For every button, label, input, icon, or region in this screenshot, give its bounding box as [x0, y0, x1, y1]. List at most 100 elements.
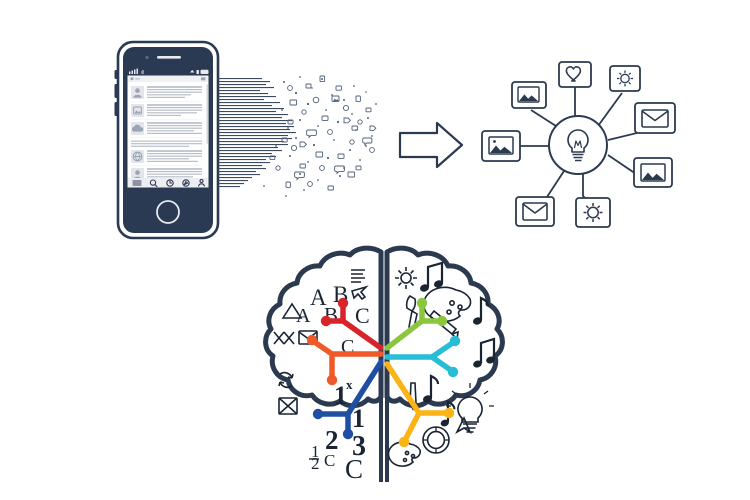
envelope-icon	[522, 202, 548, 221]
carrier-label: ıll	[141, 70, 145, 76]
circuit-green-nodes	[416, 297, 448, 327]
lightbulb-icon	[446, 383, 494, 433]
svg-text:3: 3	[352, 431, 366, 462]
bluetooth-icon	[196, 70, 199, 74]
svg-text:2: 2	[325, 425, 339, 455]
music-notes	[419, 261, 496, 427]
idea-network[interactable]	[481, 61, 676, 228]
smartphone[interactable]: ıll	[114, 40, 220, 240]
list-item[interactable]	[131, 150, 202, 163]
network-node-image-upper-left[interactable]	[511, 81, 547, 109]
lock-icon	[130, 77, 134, 81]
music-note-double-icon	[473, 337, 496, 368]
cursor-arrow-icon	[351, 285, 369, 301]
svg-text:C: C	[324, 451, 335, 470]
dissolving-text	[218, 78, 296, 188]
screen-scrollbar[interactable]	[206, 84, 208, 144]
network-node-sun-lower[interactable]	[575, 197, 611, 228]
palette-icon	[422, 286, 472, 323]
brain-left-outline[interactable]	[263, 245, 384, 409]
browser-toolbar[interactable]	[127, 75, 209, 82]
music-note-icon	[422, 374, 440, 403]
music-note-icon	[472, 296, 490, 325]
triangle-icon	[281, 302, 303, 319]
svg-text:1: 1	[334, 381, 347, 410]
phone-status-bar: ıll	[129, 68, 209, 76]
svg-text:1: 1	[352, 404, 365, 433]
sun-icon	[617, 70, 633, 87]
sun-icon	[583, 203, 603, 222]
list-item[interactable]	[131, 122, 202, 135]
address-bar[interactable]	[135, 78, 140, 80]
circuit-yellow-nodes	[398, 407, 455, 448]
text-block	[131, 140, 202, 147]
volume-down-button[interactable]	[114, 84, 119, 98]
person-icon[interactable]	[198, 178, 205, 187]
music-note-icon	[440, 400, 456, 427]
list-item[interactable]	[131, 86, 202, 99]
circuit-yellow	[384, 361, 451, 443]
list-item[interactable]	[131, 104, 202, 117]
left-icons	[273, 269, 369, 415]
circuit-cyan-nodes	[447, 335, 461, 378]
wifi-icon	[190, 69, 195, 73]
data-particle-stream	[218, 75, 377, 197]
palette-icon	[387, 441, 421, 467]
circuit-cyan	[384, 339, 457, 374]
feed-list[interactable]	[131, 86, 202, 181]
text-lines-icon	[351, 269, 365, 283]
battery-icon	[200, 69, 209, 74]
search-icon[interactable]	[149, 179, 158, 188]
screen-border	[126, 74, 210, 189]
svg-text:A: A	[310, 285, 327, 310]
lightbulb-icon	[567, 129, 589, 162]
image-icon	[488, 136, 514, 155]
envelope-icon	[641, 109, 669, 128]
heart-icon	[565, 66, 582, 82]
image-icon	[517, 86, 540, 103]
svg-text:1: 1	[311, 442, 320, 461]
list-item[interactable]	[131, 168, 202, 181]
signal-bars-icon	[129, 68, 138, 74]
earpiece-speaker	[157, 56, 181, 59]
svg-text:C: C	[355, 303, 370, 328]
music-note-double-icon	[419, 261, 444, 292]
rotate-icon	[278, 371, 294, 389]
svg-text:x: x	[346, 377, 353, 392]
front-camera	[145, 55, 149, 60]
network-node-image-left[interactable]	[481, 130, 521, 162]
arrow-right-icon	[398, 121, 464, 169]
svg-text:C: C	[345, 454, 363, 484]
network-node-heart[interactable]	[558, 61, 592, 88]
home-button-icon[interactable]	[156, 200, 180, 224]
brain-right-outline[interactable]	[384, 245, 505, 409]
mute-switch[interactable]	[114, 102, 119, 116]
camera-shutter-icon	[422, 426, 450, 454]
circuit-orange-nodes	[306, 334, 338, 386]
particle-icons	[269, 75, 377, 191]
network-node-envelope-lower[interactable]	[515, 196, 555, 227]
right-hemisphere-content	[384, 261, 496, 467]
bottom-nav-bar[interactable]	[127, 178, 209, 188]
image-thumb-icon	[131, 104, 144, 117]
network-node-envelope-right[interactable]	[634, 102, 676, 134]
brain-illustration[interactable]: A B A B C C 1 x 1 2 3 C 1 2 C	[263, 245, 505, 484]
particle-dots	[263, 76, 377, 197]
double-x-icon	[273, 331, 295, 345]
svg-text:2: 2	[311, 454, 320, 473]
sun-icon	[395, 267, 417, 289]
network-node-image-right[interactable]	[633, 157, 673, 188]
hamburger-menu-icon[interactable]	[132, 180, 142, 186]
network-node-sun-upper[interactable]	[609, 65, 641, 92]
volume-up-button[interactable]	[114, 70, 119, 79]
image-icon	[640, 163, 666, 182]
clock-icon[interactable]	[166, 179, 174, 187]
x-box-icon	[278, 397, 298, 415]
cursor-arrow-icon	[455, 416, 472, 435]
menu-dots-icon[interactable]	[201, 77, 206, 81]
compass-icon[interactable]	[182, 179, 190, 187]
left-hemisphere-content: A B A B C C 1 x 1 2 3 C 1 2 C	[273, 269, 383, 484]
svg-text:A: A	[296, 305, 311, 327]
